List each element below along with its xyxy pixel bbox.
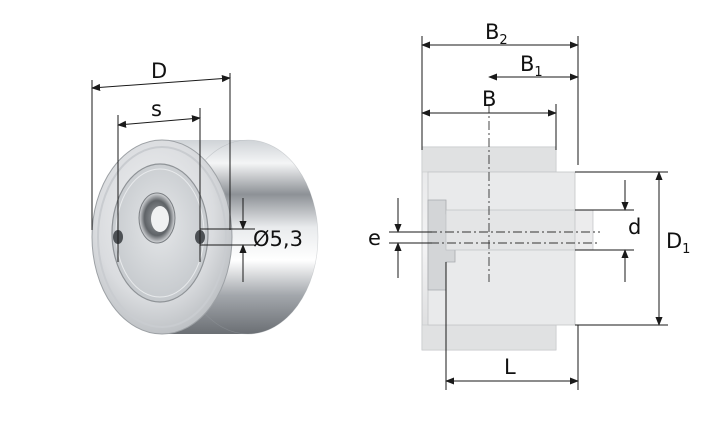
s-dimension-line <box>117 115 201 128</box>
label-hole-diameter: Ø5,3 <box>253 227 303 251</box>
label-L: L <box>504 355 516 379</box>
roller-side-view: B2 B1 B e d D1 L <box>368 20 690 390</box>
bore-channel <box>445 209 593 251</box>
label-B: B <box>482 87 496 111</box>
roller-bottom-band <box>421 324 557 351</box>
label-B1: B1 <box>520 52 543 80</box>
label-D1: D1 <box>666 229 690 257</box>
label-s: s <box>151 97 162 121</box>
label-B2: B2 <box>485 20 508 48</box>
d-dimension-line <box>91 74 231 92</box>
centre-bore-inner <box>151 206 169 232</box>
roller-face-chamfer <box>97 146 227 328</box>
stud-end <box>574 209 594 251</box>
roller-3d-view: D s Ø5,3 <box>91 59 319 335</box>
label-d: d <box>628 215 641 239</box>
label-e: e <box>368 226 381 250</box>
label-D: D <box>151 59 167 83</box>
